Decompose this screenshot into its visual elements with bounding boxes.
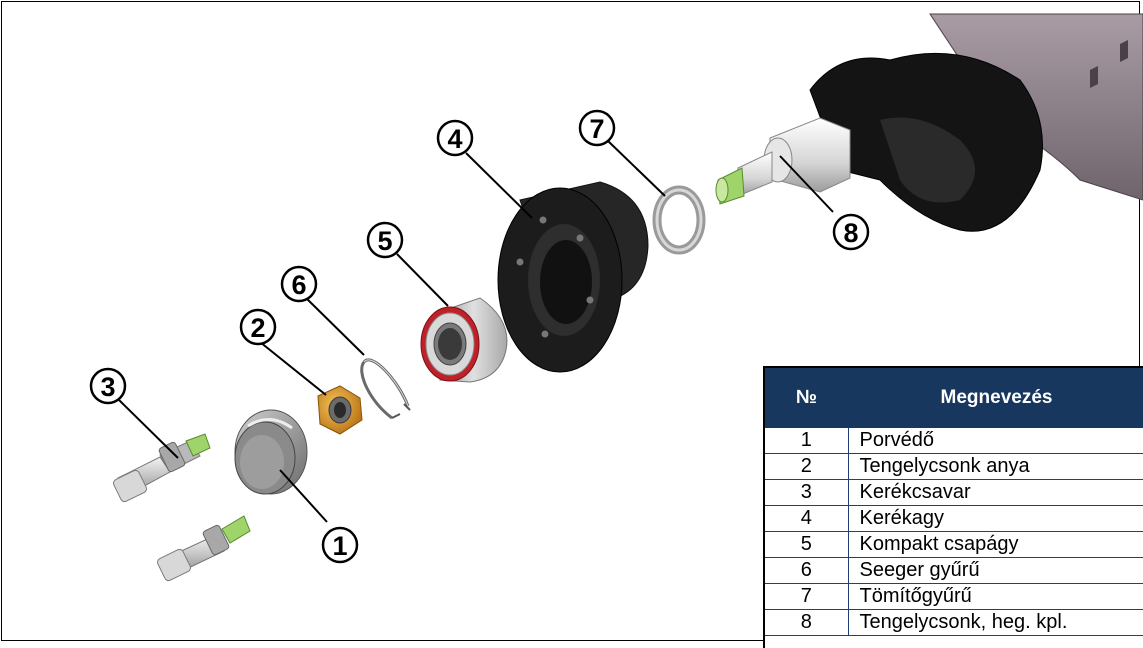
axle-nut [317, 385, 363, 435]
legend-row-number: 7 [765, 583, 849, 610]
legend-row-name: Kompakt csapágy [848, 531, 1143, 558]
legend-row-number: 3 [765, 479, 849, 506]
svg-text:6: 6 [291, 270, 306, 300]
legend-header-row: № Megnevezés [765, 368, 1143, 428]
legend-row-number: 4 [765, 505, 849, 532]
legend-row: 3 Kerékcsavar [765, 479, 1143, 506]
legend-row-number: 6 [765, 557, 849, 584]
legend-row-number: 5 [765, 531, 849, 558]
callout-5: 5 [366, 221, 404, 259]
dust-cap [234, 409, 308, 495]
callout-7: 7 [578, 109, 616, 147]
callout-6: 6 [280, 265, 318, 303]
legend-row: 8 Tengelycsonk, heg. kpl. [765, 609, 1143, 636]
svg-text:4: 4 [447, 124, 462, 154]
legend-row: 1 Porvédő [765, 428, 1143, 454]
snap-ring [360, 358, 411, 420]
legend-row-name: Tengelycsonk anya [848, 453, 1143, 480]
legend-row-number: 8 [765, 609, 849, 636]
wheel-bolt-lower [157, 515, 251, 582]
leader-lines [118, 140, 834, 523]
legend-row-name: Seeger gyűrű [848, 557, 1143, 584]
legend-row-name: Tengelycsonk, heg. kpl. [848, 609, 1143, 636]
wheel-hub [497, 181, 649, 373]
callout-8: 8 [832, 213, 870, 251]
svg-text:1: 1 [332, 531, 347, 561]
legend-row-name: Kerékagy [848, 505, 1143, 532]
legend-header-number: № [765, 368, 848, 428]
svg-text:3: 3 [100, 372, 115, 402]
legend-row: 5 Kompakt csapágy [765, 531, 1143, 558]
callout-1: 1 [321, 526, 359, 564]
callout-3: 3 [89, 367, 127, 405]
legend-row: 6 Seeger gyűrű [765, 557, 1143, 584]
svg-text:7: 7 [589, 114, 604, 144]
legend-row: 7 Tömítőgyűrű [765, 583, 1143, 610]
callout-2: 2 [239, 308, 277, 346]
stub-axle-assembly [715, 13, 1143, 232]
legend-row-number: 1 [765, 428, 849, 454]
legend-row: 2 Tengelycsonk anya [765, 453, 1143, 480]
svg-text:5: 5 [377, 226, 392, 256]
legend-row-name: Kerékcsavar [848, 479, 1143, 506]
compact-bearing [420, 297, 508, 383]
legend-row: 4 Kerékagy [765, 505, 1143, 532]
seal-ring [652, 185, 706, 255]
legend-row-name: Porvédő [848, 428, 1143, 454]
svg-text:2: 2 [250, 313, 265, 343]
wheel-bolt-upper [113, 433, 211, 503]
legend-row-number: 2 [765, 453, 849, 480]
callout-4: 4 [436, 119, 474, 157]
parts-legend-table: № Megnevezés 1 Porvédő 2 Tengelycsonk an… [763, 366, 1143, 648]
svg-text:8: 8 [843, 218, 858, 248]
legend-row-name: Tömítőgyűrű [848, 583, 1143, 610]
legend-header-name: Megnevezés [848, 368, 1143, 428]
